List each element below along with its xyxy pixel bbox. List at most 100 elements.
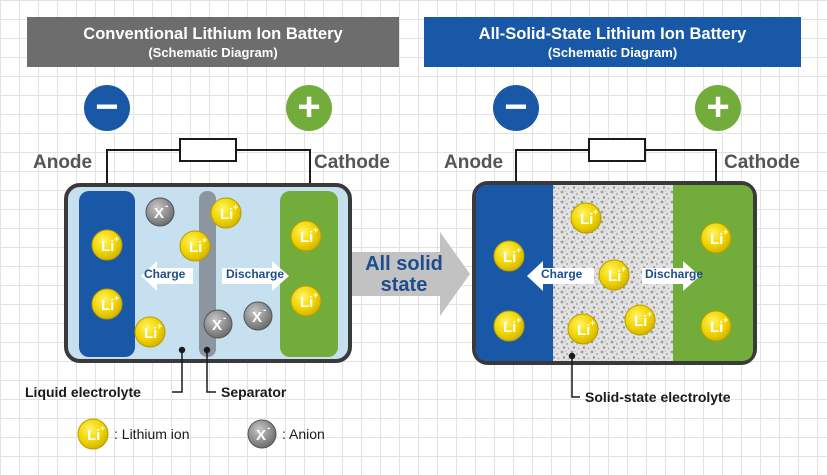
right-negative-terminal: − <box>493 85 539 131</box>
left-subtitle: (Schematic Diagram) <box>148 45 278 60</box>
left-charge-arrow <box>141 261 193 291</box>
svg-text:+: + <box>157 321 162 331</box>
li-ion: Li+ <box>210 197 242 229</box>
li-ion: Li+ <box>700 310 732 342</box>
svg-text:X: X <box>256 427 266 444</box>
right-discharge-arrow <box>642 261 700 291</box>
li-ion: Li+ <box>290 220 322 252</box>
svg-text:+: + <box>621 264 626 274</box>
right-discharge-label: Discharge <box>645 267 704 281</box>
right-charge-arrow <box>527 261 594 291</box>
right-anode-label: Anode <box>444 152 504 173</box>
li-ion: Li+ <box>598 259 630 291</box>
right-cathode-plate <box>673 185 753 361</box>
svg-text:X: X <box>154 205 164 222</box>
svg-text:+: + <box>114 293 119 303</box>
svg-text:Li: Li <box>101 238 114 255</box>
left-cathode-plate <box>280 191 338 357</box>
all-solid-state-arrow <box>352 232 470 316</box>
anion: X- <box>243 301 273 331</box>
li-ion: Li+ <box>91 288 123 320</box>
li-ion: Li+ <box>493 240 525 272</box>
svg-text:+: + <box>114 234 119 244</box>
all-solid-state-line2: state <box>380 274 428 296</box>
svg-text:Li: Li <box>300 294 313 311</box>
left-cathode-label: Cathode <box>314 152 390 173</box>
svg-text:+: + <box>233 202 238 212</box>
legend-lithium-ion-label: : Lithium ion <box>114 426 190 442</box>
svg-text:+: + <box>313 290 318 300</box>
svg-text:+: + <box>100 423 105 433</box>
right-cathode-label: Cathode <box>724 152 800 173</box>
svg-text:Li: Li <box>634 313 647 330</box>
li-ion: Li+ <box>567 313 599 345</box>
svg-text:Li: Li <box>101 297 114 314</box>
li-ion: Li+ <box>179 230 211 262</box>
svg-text:Li: Li <box>144 325 157 342</box>
svg-text:Li: Li <box>300 229 313 246</box>
svg-text:-: - <box>165 201 168 212</box>
anion: X- <box>145 197 175 227</box>
left-callouts <box>172 346 216 393</box>
svg-text:Li: Li <box>220 206 233 223</box>
left-title: Conventional Lithium Ion Battery <box>83 25 343 43</box>
svg-text:X: X <box>252 309 262 326</box>
svg-text:Li: Li <box>710 319 723 336</box>
left-negative-terminal: − <box>84 85 130 131</box>
anion: X- <box>203 309 233 339</box>
svg-text:+: + <box>723 227 728 237</box>
right-charge-label: Charge <box>541 267 583 281</box>
right-title: All-Solid-State Lithium Ion Battery <box>478 25 747 43</box>
svg-text:+: + <box>516 245 521 255</box>
legend-anion-label: : Anion <box>282 426 325 442</box>
svg-text:Li: Li <box>608 268 621 285</box>
svg-text:+: + <box>516 315 521 325</box>
li-ion: Li+ <box>624 304 656 336</box>
svg-text:Li: Li <box>503 249 516 266</box>
left-discharge-label: Discharge <box>226 267 285 281</box>
svg-text:+: + <box>593 207 598 217</box>
svg-text:Li: Li <box>580 211 593 228</box>
left-title-banner: Conventional Lithium Ion Battery (Schema… <box>27 17 399 67</box>
svg-text:Li: Li <box>577 322 590 339</box>
liquid-electrolyte-label: Liquid electrolyte <box>25 384 141 400</box>
svg-text:+: + <box>202 235 207 245</box>
li-ion: Li+ <box>134 316 166 348</box>
svg-text:Li: Li <box>87 427 100 444</box>
legend-anion-icon: X- <box>247 419 277 449</box>
svg-text:-: - <box>263 305 266 316</box>
svg-text:+: + <box>313 225 318 235</box>
svg-text:Li: Li <box>189 239 202 256</box>
li-ion: Li+ <box>700 222 732 254</box>
li-ion: Li+ <box>290 285 322 317</box>
left-charge-label: Charge <box>144 267 186 281</box>
svg-text:X: X <box>212 317 222 334</box>
li-ion: Li+ <box>570 202 602 234</box>
svg-text:-: - <box>267 423 270 434</box>
li-ion: Li+ <box>493 310 525 342</box>
solid-state-electrolyte-label: Solid-state electrolyte <box>585 389 731 405</box>
right-title-banner: All-Solid-State Lithium Ion Battery (Sch… <box>424 17 801 67</box>
legend-li-icon: Li+ <box>77 418 109 450</box>
right-anode-plate <box>476 185 553 361</box>
left-circuit-wire <box>106 138 311 196</box>
right-positive-terminal: + <box>695 85 741 131</box>
svg-text:Li: Li <box>710 231 723 248</box>
right-subtitle: (Schematic Diagram) <box>547 45 678 60</box>
svg-text:+: + <box>590 318 595 328</box>
svg-text:+: + <box>723 315 728 325</box>
right-callouts <box>568 352 580 398</box>
separator-label: Separator <box>221 384 287 400</box>
left-discharge-arrow <box>222 261 289 291</box>
left-anode-plate <box>79 191 135 357</box>
all-solid-state-text: All solid state <box>348 254 460 296</box>
all-solid-state-line1: All solid <box>365 253 443 275</box>
svg-text:Li: Li <box>503 319 516 336</box>
left-positive-terminal: + <box>286 85 332 131</box>
right-circuit-wire <box>515 138 717 186</box>
li-ion: Li+ <box>91 229 123 261</box>
left-anode-label: Anode <box>33 152 93 173</box>
svg-text:+: + <box>647 309 652 319</box>
svg-text:-: - <box>223 313 226 324</box>
